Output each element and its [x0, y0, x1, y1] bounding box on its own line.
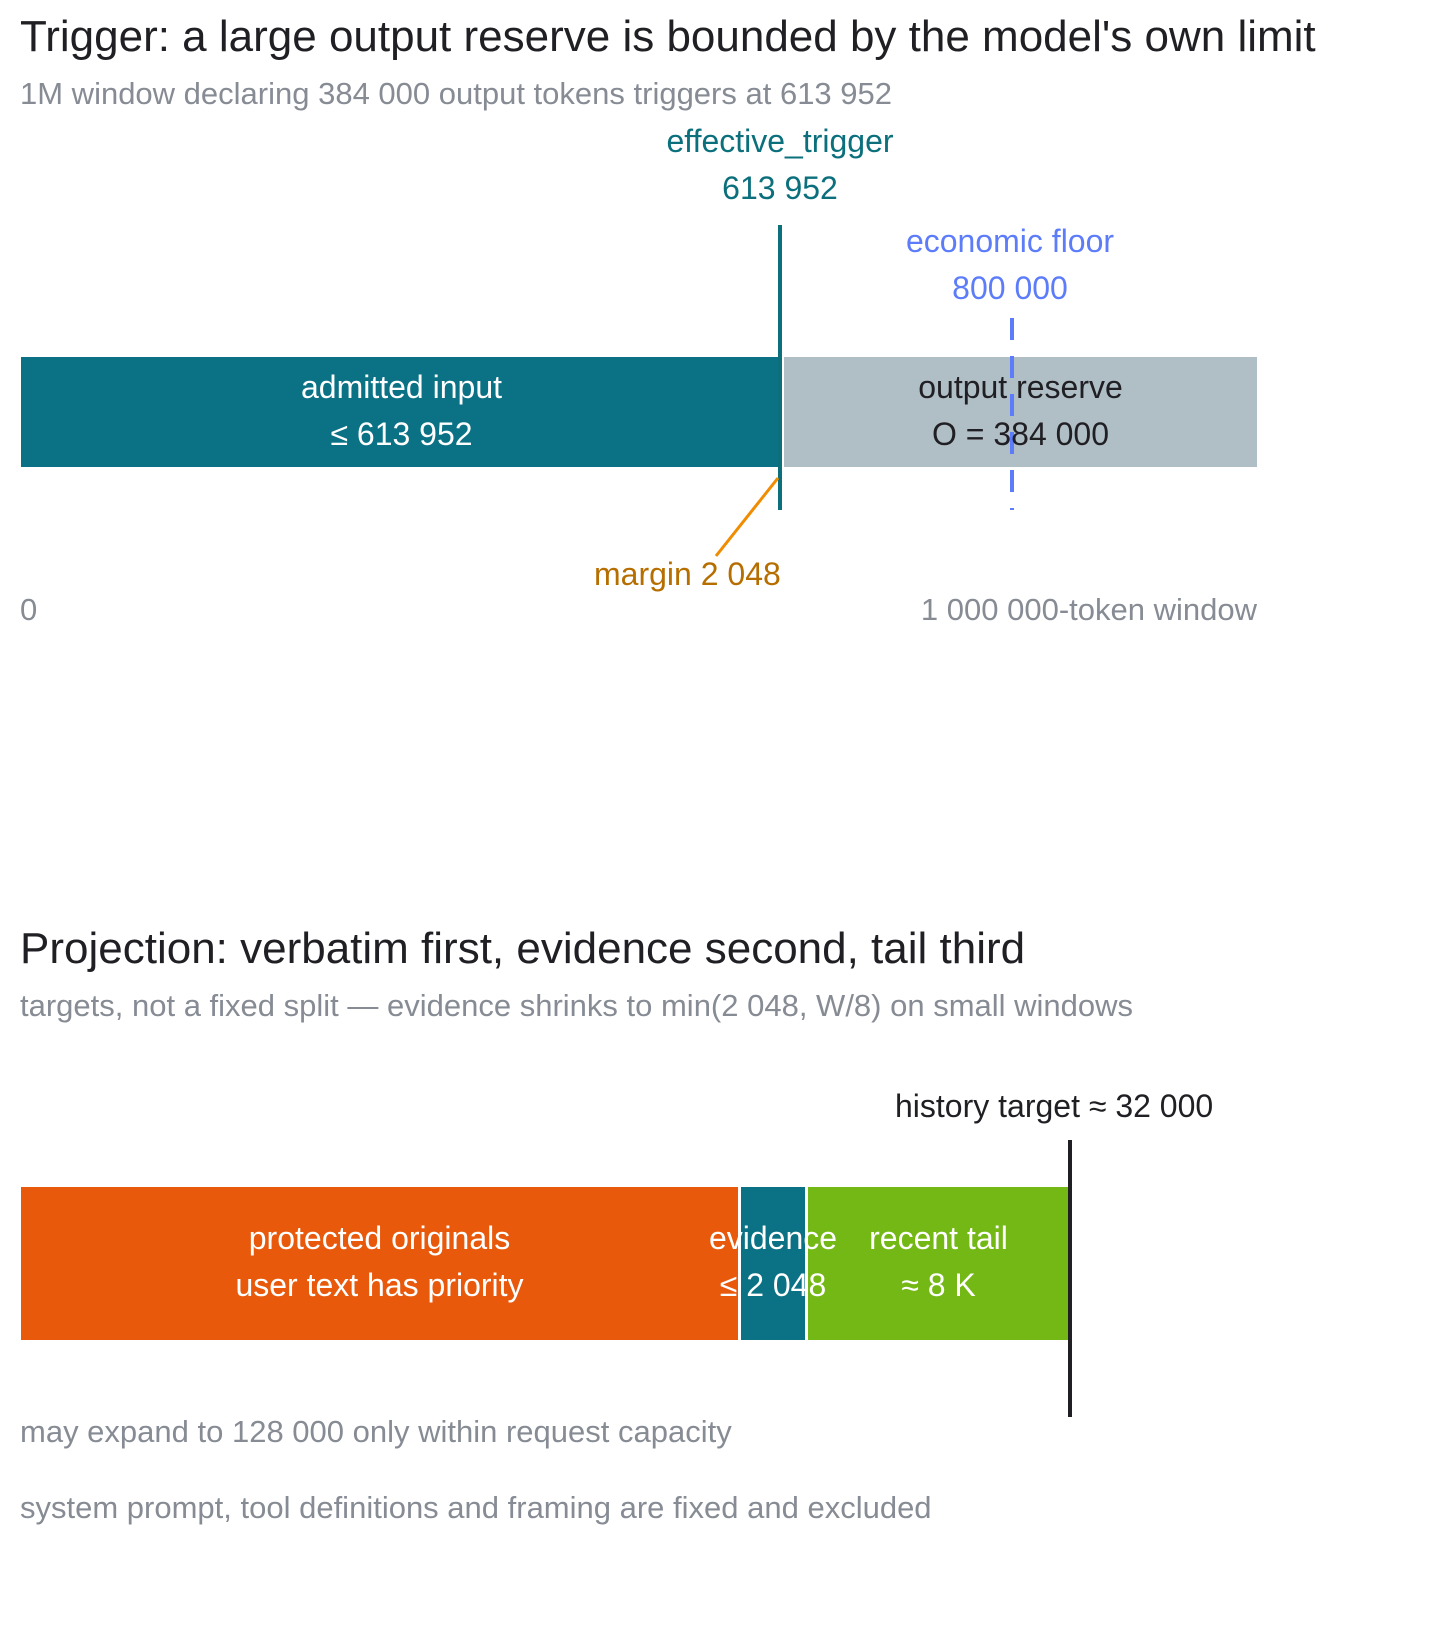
admitted-input-segment [21, 357, 782, 467]
axis-start-label: 0 [20, 592, 38, 627]
admitted-input-label: admitted input ≤ 613 952 [21, 364, 782, 458]
trigger-subtitle: 1M window declaring 384 000 output token… [20, 76, 893, 111]
evidence-line1: evidence [708, 1220, 838, 1256]
protected-line1: protected originals [248, 1220, 511, 1256]
economic-floor-value: 800 000 [952, 270, 1068, 306]
effective-trigger-label: effective_trigger 613 952 [600, 118, 960, 212]
tail-segment [808, 1187, 1069, 1340]
tail-label: recent tail ≈ 8 K [808, 1215, 1069, 1309]
trigger-title: Trigger: a large output reserve is bound… [20, 12, 1316, 61]
effective-trigger-marker [778, 225, 782, 510]
economic-floor-label: economic floor 800 000 [830, 218, 1190, 312]
projection-title: Projection: verbatim first, evidence sec… [20, 924, 1026, 973]
evidence-label: evidence ≤ 2 048 [693, 1215, 853, 1309]
protected-line2: user text has priority [235, 1267, 524, 1303]
output-reserve-line1: output reserve [918, 369, 1123, 405]
output-reserve-label: output reserve O = 384 000 [784, 364, 1257, 458]
protected-segment [21, 1187, 738, 1340]
projection-note-2: system prompt, tool definitions and fram… [20, 1490, 932, 1525]
protected-label: protected originals user text has priori… [21, 1215, 738, 1309]
tail-line2: ≈ 8 K [901, 1267, 976, 1303]
economic-floor-marker [1010, 318, 1014, 510]
axis-end-label: 1 000 000-token window [920, 592, 1257, 627]
margin-label: margin 2 048 [594, 556, 781, 592]
admitted-input-line2: ≤ 613 952 [330, 416, 473, 452]
projection-subtitle: targets, not a fixed split — evidence sh… [20, 988, 1134, 1023]
effective-trigger-name: effective_trigger [666, 123, 894, 159]
margin-leader [714, 477, 780, 557]
evidence-segment [741, 1187, 805, 1340]
history-target-marker [1068, 1140, 1072, 1417]
effective-trigger-value: 613 952 [722, 170, 838, 206]
projection-note-1: may expand to 128 000 only within reques… [20, 1414, 732, 1449]
tail-line1: recent tail [869, 1220, 1008, 1256]
economic-floor-name: economic floor [905, 223, 1115, 259]
output-reserve-segment [784, 357, 1257, 467]
history-target-label: history target ≈ 32 000 [895, 1088, 1214, 1124]
evidence-line2: ≤ 2 048 [719, 1267, 827, 1303]
admitted-input-line1: admitted input [300, 369, 502, 405]
output-reserve-line2: O = 384 000 [931, 416, 1110, 452]
